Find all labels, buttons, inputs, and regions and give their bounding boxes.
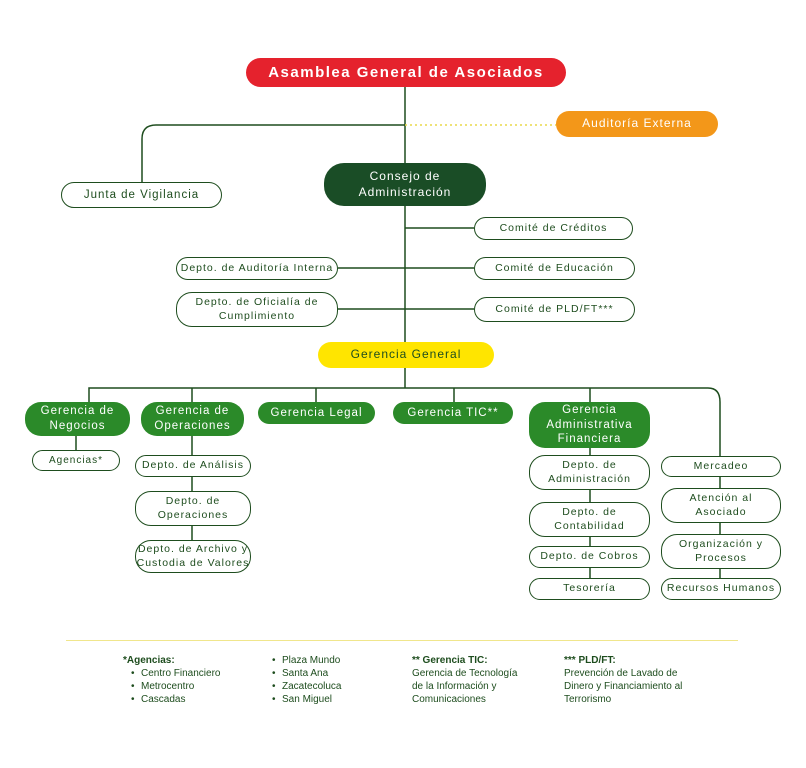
legend-divider: [66, 640, 738, 641]
gerencia-tic-node: Gerencia TIC**: [393, 402, 513, 424]
legend-agencias-title: *Agencias:: [123, 655, 175, 666]
gerencia-administrativa-node: Gerencia Administrativa Financiera: [529, 402, 650, 448]
legend-pld-text: Prevención de Lavado de Dinero y Financi…: [564, 668, 683, 705]
auditoria-externa-node: Auditoría Externa: [556, 111, 718, 137]
depto-cobros-node: Depto. de Cobros: [529, 546, 650, 568]
legend-agencias: *Agencias: Centro Financiero Metrocentro…: [123, 654, 263, 706]
gerencia-legal-node: Gerencia Legal: [258, 402, 375, 424]
comite-creditos-node: Comité de Créditos: [474, 217, 633, 240]
consejo-node: Consejo de Administración: [324, 163, 486, 206]
depto-archivo-node: Depto. de Archivo y Custodia de Valores: [135, 540, 251, 573]
legend-pld: *** PLD/FT: Prevención de Lavado de Dine…: [564, 654, 724, 706]
legend-agencia-item: Zacatecoluca: [272, 680, 386, 693]
depto-oficialia-node: Depto. de Oficialía de Cumplimiento: [176, 292, 338, 327]
depto-operaciones-node: Depto. de Operaciones: [135, 491, 251, 526]
comites-connector: [405, 227, 474, 310]
depto-contabilidad-node: Depto. de Contabilidad: [529, 502, 650, 537]
tesoreria-node: Tesorería: [529, 578, 650, 600]
legend-agencia-item: Cascadas: [131, 693, 263, 706]
legend-agencia-item: Plaza Mundo: [272, 654, 386, 667]
depto-auditoria-interna-node: Depto. de Auditoría Interna: [176, 257, 338, 280]
legend-pld-title: *** PLD/FT:: [564, 655, 616, 666]
gerencia-operaciones-node: Gerencia de Operaciones: [141, 402, 244, 436]
agencias-node: Agencias*: [32, 450, 120, 471]
legend-agencia-item: San Miguel: [272, 693, 386, 706]
asamblea-node: Asamblea General de Asociados: [246, 58, 566, 87]
recursos-humanos-node: Recursos Humanos: [661, 578, 781, 600]
comite-pld-node: Comité de PLD/FT***: [474, 297, 635, 322]
organizacion-procesos-node: Organización y Procesos: [661, 534, 781, 569]
legend-tic-title: ** Gerencia TIC:: [412, 655, 488, 666]
depto-administracion-node: Depto. de Administración: [529, 455, 650, 490]
gerencia-general-node: Gerencia General: [318, 342, 494, 368]
depto-analisis-node: Depto. de Análisis: [135, 455, 251, 477]
legend-agencia-item: Metrocentro: [131, 680, 263, 693]
legend-agencias-2: Plaza Mundo Santa Ana Zacatecoluca San M…: [266, 654, 386, 706]
legend-agencia-item: Santa Ana: [272, 667, 386, 680]
junta-vigilancia-node: Junta de Vigilancia: [61, 182, 222, 208]
gerencias-drops: [191, 388, 591, 402]
deptos-staff-connector: [338, 267, 405, 310]
legend-tic: ** Gerencia TIC: Gerencia de Tecnología …: [412, 654, 552, 706]
legend-agencia-item: Centro Financiero: [131, 667, 263, 680]
atencion-asociado-node: Atención al Asociado: [661, 488, 781, 523]
gerencia-negocios-node: Gerencia de Negocios: [25, 402, 130, 436]
mercadeo-node: Mercadeo: [661, 456, 781, 477]
junta-connector: [141, 124, 405, 182]
comite-educacion-node: Comité de Educación: [474, 257, 635, 280]
legend-tic-text: Gerencia de Tecnología de la Información…: [412, 668, 518, 705]
gerencias-bus: [88, 387, 721, 458]
